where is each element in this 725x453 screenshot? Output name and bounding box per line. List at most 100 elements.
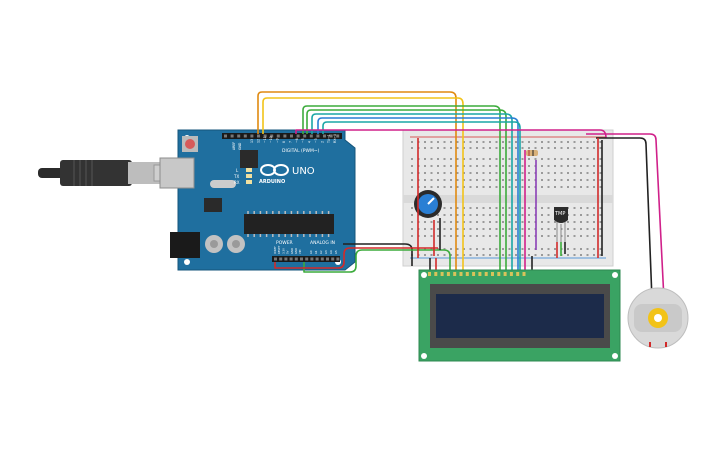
digital-pin-label: TX→1 <box>327 134 331 144</box>
bottom-pin-socket[interactable] <box>310 257 314 261</box>
digital-pin-socket[interactable] <box>329 134 333 138</box>
bb-hole <box>463 228 465 230</box>
digital-pin-socket[interactable] <box>257 134 260 138</box>
dc-motor[interactable] <box>627 287 689 349</box>
bb-hole <box>482 221 485 223</box>
lcd-pin[interactable] <box>459 272 463 276</box>
bb-hole <box>495 221 498 223</box>
bb-hole <box>567 179 569 181</box>
bb-hole <box>469 186 472 188</box>
rail-hole <box>599 147 602 149</box>
bb-hole <box>489 172 491 174</box>
lcd-pin[interactable] <box>497 272 501 276</box>
digital-pin-socket[interactable] <box>323 134 326 138</box>
lcd-pin[interactable] <box>478 272 482 276</box>
rail-hole <box>476 254 478 256</box>
wire-blue-top <box>317 117 519 250</box>
bottom-pin-socket[interactable] <box>326 257 329 261</box>
bb-hole <box>469 165 472 167</box>
sensor-label: TMP <box>554 211 565 217</box>
digital-pin-socket[interactable] <box>270 134 274 138</box>
arduino-logo-text: ARDUINO <box>259 179 285 185</box>
digital-pin-socket[interactable] <box>316 134 320 138</box>
lcd-pin[interactable] <box>472 272 476 276</box>
lcd-pin[interactable] <box>453 272 457 276</box>
digital-pin-socket[interactable] <box>309 134 313 138</box>
lcd-pin[interactable] <box>446 272 450 276</box>
rail-hole <box>528 147 530 149</box>
digital-pin-socket[interactable] <box>290 134 293 138</box>
bb-hole <box>495 165 498 167</box>
digital-pin-socket[interactable] <box>283 134 287 138</box>
digital-pin-socket[interactable] <box>263 134 267 138</box>
bb-hole <box>450 207 452 209</box>
bb-hole <box>424 172 426 174</box>
bb-hole <box>424 158 426 160</box>
lcd-display[interactable] <box>418 269 621 362</box>
rail-hole <box>573 141 576 143</box>
bb-hole <box>437 235 439 237</box>
wires <box>257 91 665 301</box>
bottom-pin-socket[interactable] <box>331 257 335 261</box>
bb-hole <box>411 158 413 160</box>
digital-pin-socket[interactable] <box>237 134 241 138</box>
bb-hole <box>567 165 569 167</box>
lcd-pin[interactable] <box>491 272 494 276</box>
temperature-sensor[interactable]: TMP <box>554 207 568 242</box>
bottom-pin-socket[interactable] <box>279 257 283 261</box>
analog-header[interactable] <box>300 256 340 262</box>
bb-hole <box>482 179 485 181</box>
digital-pin-socket[interactable] <box>336 134 340 138</box>
rail-hole <box>476 141 478 143</box>
bb-hole <box>593 214 595 216</box>
lcd-pin[interactable] <box>465 272 469 276</box>
bb-hole <box>443 228 446 230</box>
bb-hole <box>476 235 478 237</box>
bb-hole <box>541 179 543 181</box>
lcd-pin[interactable] <box>434 272 438 276</box>
bb-hole <box>528 179 530 181</box>
digital-pin-socket[interactable] <box>230 134 234 138</box>
bb-hole <box>508 221 511 223</box>
rail-hole <box>411 141 413 143</box>
rail-hole <box>450 254 452 256</box>
bottom-pin-socket[interactable] <box>300 257 303 261</box>
lcd-pin[interactable] <box>516 272 520 276</box>
digital-pin-socket[interactable] <box>224 134 227 138</box>
rail-hole <box>424 248 426 250</box>
digital-pin-socket[interactable] <box>296 134 300 138</box>
bb-hole <box>437 165 439 167</box>
digital-header[interactable] <box>222 133 342 139</box>
bb-hole <box>593 179 595 181</box>
lcd-pin[interactable] <box>509 272 513 276</box>
bb-hole <box>489 228 491 230</box>
bottom-pin-socket[interactable] <box>294 257 298 261</box>
lcd-pin[interactable] <box>440 272 444 276</box>
potentiometer[interactable] <box>414 190 442 218</box>
bottom-pin-socket[interactable] <box>315 257 319 261</box>
digital-pin-label: 8 <box>282 141 286 143</box>
rail-hole <box>469 254 472 256</box>
bottom-pin-socket[interactable] <box>274 257 277 261</box>
lcd-pin[interactable] <box>503 272 507 276</box>
digital-pin-socket[interactable] <box>250 134 254 138</box>
bottom-pin-socket[interactable] <box>320 257 324 261</box>
lcd-pin[interactable] <box>484 272 488 276</box>
digital-pin-label: 13 <box>250 139 254 143</box>
bb-hole <box>541 221 543 223</box>
lcd-pin[interactable] <box>428 272 431 276</box>
digital-pin-socket[interactable] <box>303 134 307 138</box>
digital-pin-socket[interactable] <box>276 134 280 138</box>
power-header[interactable] <box>272 256 316 262</box>
rail-hole <box>437 254 439 256</box>
bottom-pin-socket[interactable] <box>336 257 340 261</box>
digital-pin-socket[interactable] <box>243 134 247 138</box>
analog-pin-label: A3 <box>324 250 328 254</box>
bb-hole <box>573 214 576 216</box>
bottom-pin-socket[interactable] <box>289 257 293 261</box>
bottom-pin-socket[interactable] <box>305 257 309 261</box>
bb-hole <box>469 214 472 216</box>
bottom-pin-socket[interactable] <box>284 257 288 261</box>
lcd-pin[interactable] <box>522 272 526 276</box>
